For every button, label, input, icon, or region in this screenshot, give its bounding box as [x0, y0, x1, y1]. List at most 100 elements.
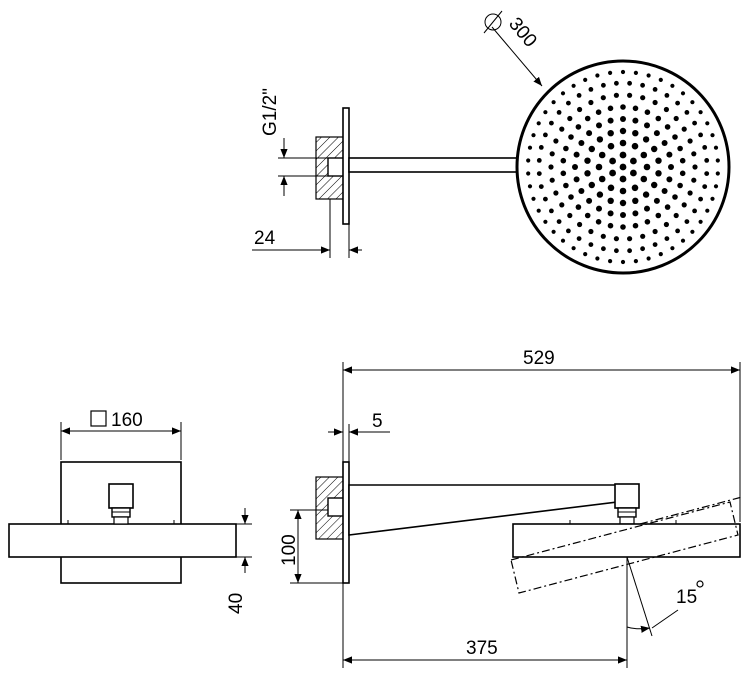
nozzle-dot: [690, 100, 695, 105]
nozzle-dot: [619, 127, 627, 135]
nozzle-dot: [680, 91, 686, 96]
nozzle-dot: [543, 219, 548, 224]
nozzle-dot: [653, 130, 660, 137]
nozzle-dot: [595, 73, 600, 78]
nozzle-dot: [672, 194, 678, 200]
shower-head-nozzles: [526, 69, 720, 265]
nozzle-dot: [702, 145, 708, 150]
nozzle-dot: [680, 238, 686, 243]
diameter-label: 300: [504, 14, 540, 52]
nozzle-dot: [548, 164, 554, 170]
nozzle-dot: [551, 100, 556, 105]
nozzle-dot: [553, 190, 559, 196]
nozzle-dot: [653, 197, 660, 204]
nozzle-dot: [538, 145, 544, 150]
nozzle-dot: [583, 77, 588, 82]
nozzle-dot: [568, 134, 574, 140]
nozzle-dot: [619, 151, 627, 159]
diameter-symbol: [483, 10, 503, 34]
nozzle-dot: [692, 208, 697, 214]
nozzle-dot: [596, 136, 604, 143]
nozzle-dot: [559, 126, 565, 132]
nozzle-dot: [652, 228, 658, 235]
nozzle-dot: [536, 208, 541, 213]
nozzle-dot: [553, 138, 559, 144]
nozzle-dot: [609, 157, 616, 165]
nozzle-dot: [632, 105, 639, 112]
nozzle-dot: [578, 140, 585, 146]
nozzle-dot: [681, 202, 687, 208]
nozzle-dot: [633, 70, 639, 75]
nozzle-dot: [567, 115, 573, 122]
nozzle-dot: [614, 80, 619, 86]
nozzle-dot: [644, 205, 650, 212]
nozzle-dot: [690, 229, 695, 234]
nozzle-dot: [632, 210, 639, 217]
nozzle-dot: [620, 224, 626, 230]
nozzle-dot: [560, 91, 566, 96]
nozzle-dot: [715, 171, 720, 176]
nozzle-dot: [619, 175, 627, 183]
nozzle-dot: [655, 212, 662, 219]
center-distance-label: 375: [466, 638, 498, 659]
nozzle-dot: [643, 163, 651, 171]
nozzle-dot: [640, 233, 646, 239]
nozzle-dot: [640, 151, 648, 159]
nozzle-dot: [687, 190, 693, 196]
nozzle-dot: [630, 157, 637, 165]
nozzle-dot: [560, 238, 566, 243]
nozzle-dot: [673, 212, 679, 219]
nozzle-dot: [571, 83, 576, 88]
nozzle-dot: [566, 100, 571, 106]
thread-label: G1/2": [260, 88, 281, 136]
nozzle-dot: [614, 248, 619, 254]
nozzle-dot: [543, 132, 548, 138]
flange-thickness-label: 5: [372, 411, 383, 432]
nozzle-dot: [670, 83, 675, 88]
nozzle-dot: [607, 210, 614, 217]
nozzle-dot: [633, 259, 639, 264]
nozzle-dot: [527, 184, 533, 189]
top-view: 300 G1/2" 24: [252, 10, 731, 275]
nozzle-dot: [573, 151, 580, 158]
nozzle-dot: [679, 157, 686, 164]
nozzle-dot: [684, 219, 690, 225]
nozzle-dot: [668, 164, 674, 170]
nozzle-dot: [583, 252, 588, 257]
nozzle-dot: [556, 110, 562, 115]
nozzle-dot: [670, 246, 675, 251]
nozzle-dot: [620, 212, 626, 218]
nozzle-dot: [586, 197, 593, 204]
nozzle-dot: [595, 219, 602, 225]
nozzle-dot: [560, 170, 567, 177]
nozzle-dot: [644, 219, 651, 225]
nozzle-dot: [596, 191, 604, 198]
nozzle-dot: [627, 80, 632, 86]
nozzle-dot: [563, 182, 569, 189]
nozzle-dot: [572, 164, 578, 170]
nozzle-dot: [698, 110, 703, 115]
nozzle-dot: [609, 169, 616, 177]
nozzle-dot: [573, 176, 580, 183]
nozzle-dot: [607, 222, 614, 229]
nozzle-dot: [655, 170, 662, 177]
nozzle-dot: [632, 197, 639, 204]
nozzle-dot: [675, 100, 680, 106]
nozzle-dot: [715, 158, 720, 163]
nozzle-dot: [666, 176, 673, 183]
tilt-angle-label: 15: [676, 587, 697, 608]
nozzle-dot: [598, 151, 606, 159]
nozzle-dot: [632, 117, 639, 124]
nozzle-dot: [620, 259, 626, 265]
nozzle-dot: [677, 182, 683, 189]
nozzle-dot: [576, 236, 582, 242]
nozzle-dot: [644, 122, 650, 129]
nozzle-dot: [663, 106, 670, 113]
nozzle-dot: [631, 142, 639, 150]
shower-arm: [348, 157, 520, 173]
nozzle-dot: [588, 228, 594, 235]
nozzle-dot: [619, 199, 627, 207]
nozzle-dot: [691, 177, 697, 183]
nozzle-dot: [627, 92, 633, 98]
total-length-label: 529: [523, 348, 555, 369]
